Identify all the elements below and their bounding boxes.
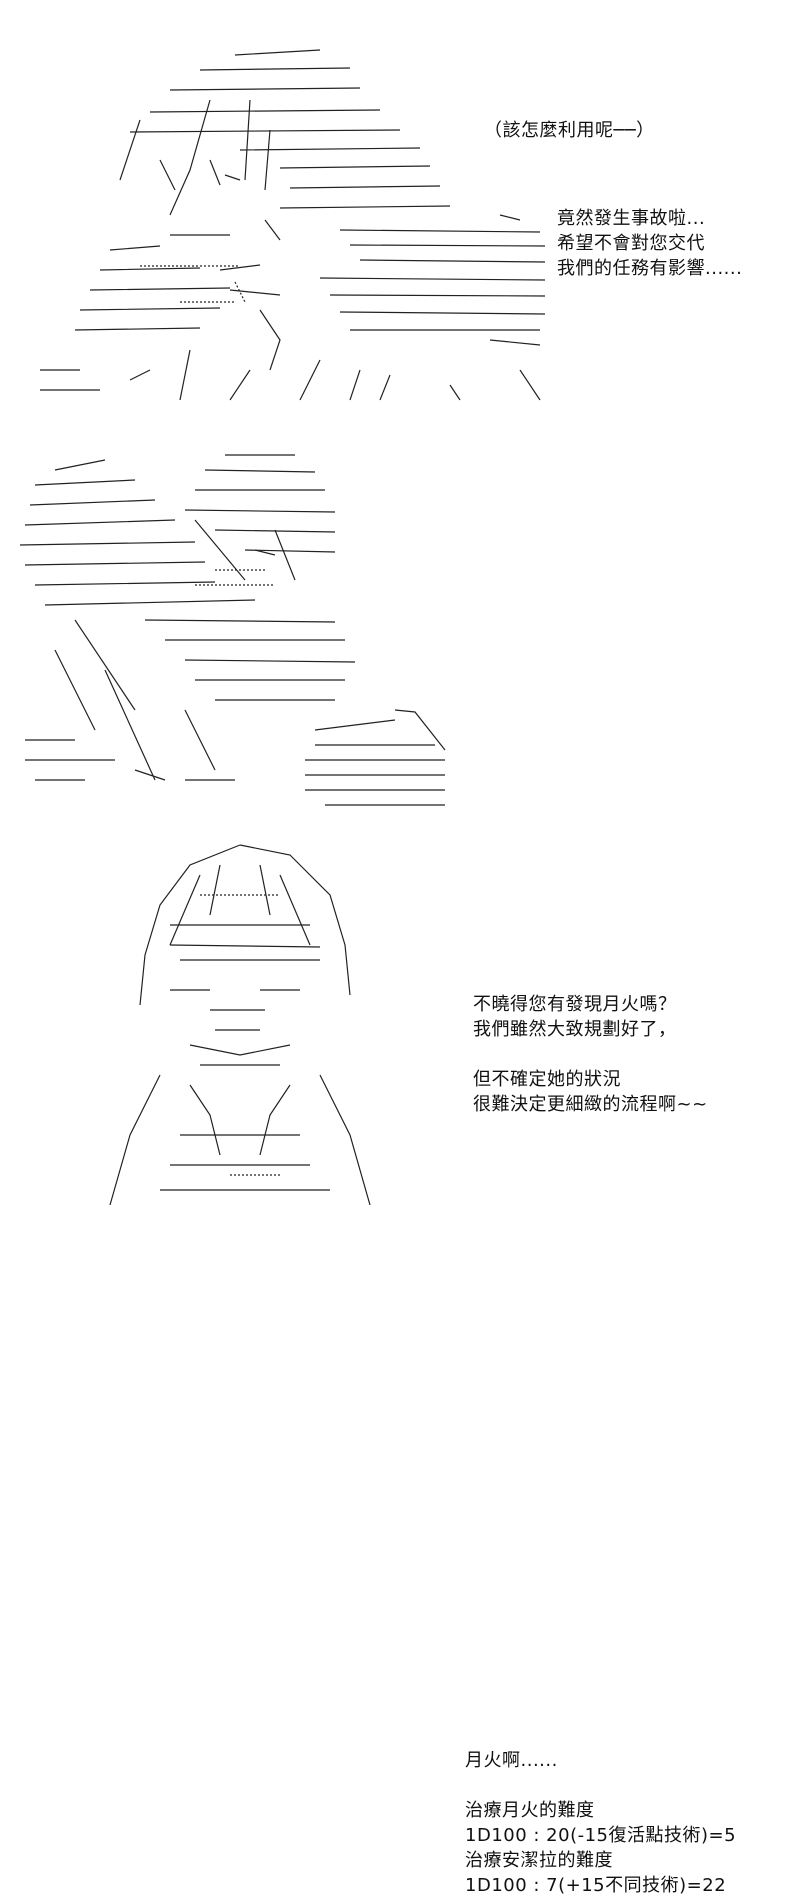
- sleeping-girl-ascii-art: [100, 835, 390, 1205]
- thought-bubble-text: （該怎麼利用呢──）: [484, 120, 655, 141]
- speech-text: 月火啊...... 治療月火的難度 1D100 : 20(-15復活點技術)=5…: [465, 1750, 737, 1896]
- speech-text: 竟然發生事故啦... 希望不會對您交代 我們的任務有影響......: [557, 208, 743, 279]
- character-ascii-art: [15, 450, 455, 810]
- panel-2: 不曉得您有發現月火嗎？ 我們雖然大致規劃好了， 但不確定她的狀況 很難決定更細緻…: [0, 420, 800, 1115]
- character-ascii-art: [20, 40, 550, 410]
- speech-text: 不曉得您有發現月火嗎？ 我們雖然大致規劃好了， 但不確定她的狀況 很難決定更細緻…: [473, 994, 708, 1115]
- panel-1: （該怎麼利用呢──） 竟然發生事故啦... 希望不會對您交代 我們的任務有影響.…: [0, 0, 800, 420]
- panel-3: 月火啊...... 治療月火的難度 1D100 : 20(-15復活點技術)=5…: [0, 820, 800, 1896]
